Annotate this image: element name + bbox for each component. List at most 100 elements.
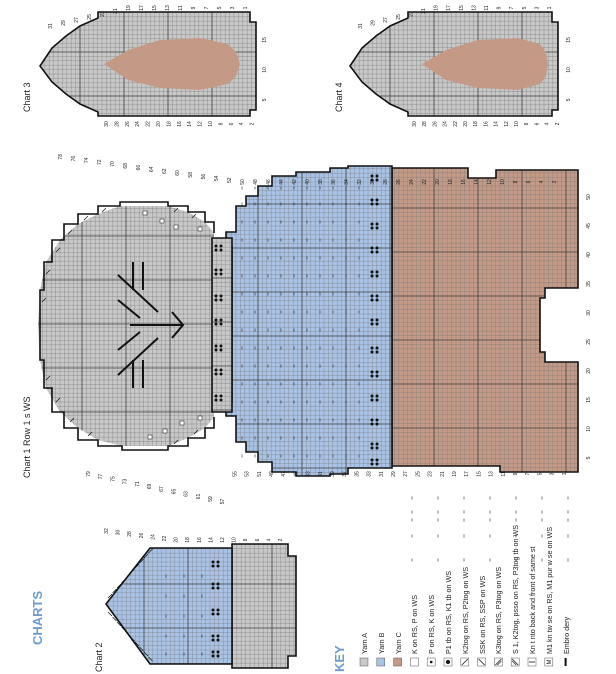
key-label: M1 kn tw se on RS, M1 pur w se on WS: [544, 526, 554, 654]
chart1-stitch-label: 30: [586, 310, 592, 316]
chart1-row-label: 17: [464, 471, 470, 477]
chart2-row-label: 10: [232, 537, 238, 543]
chart1-row-label: 67: [159, 486, 165, 492]
chart4-row-label: 7: [509, 6, 515, 9]
key-label: Yarn A: [360, 632, 369, 654]
chart1-stitch-label: 50: [586, 194, 592, 200]
chart1-stitch-label: 10: [586, 426, 592, 432]
chart3-row-label: 30: [104, 121, 110, 127]
key-swatches: M: [359, 657, 567, 667]
chart1-row-label: 54: [214, 175, 220, 181]
chart4-row-label: 16: [483, 121, 489, 127]
chart3-row-label: 15: [152, 5, 158, 11]
chart1-row-label: 74: [84, 157, 90, 163]
chart1-row-label: 71: [135, 481, 141, 487]
chart1-row-label: 21: [440, 471, 446, 477]
chart4-row-label: 17: [446, 5, 452, 11]
chart1-row-label: 22: [422, 179, 428, 185]
key-label: K3tog on RS, P3tog on WS: [494, 566, 504, 654]
chart1-pt-clusters-right: [370, 174, 379, 466]
chart4-row-label: 27: [383, 17, 389, 23]
chart2-yarn-a: [231, 543, 297, 669]
chart4-row-label: 5: [522, 6, 528, 9]
chart4-row-label: 11: [484, 5, 490, 10]
chart3-row-label: 3: [230, 6, 236, 9]
chart4-row-label: 26: [432, 121, 438, 127]
chart3-title: Chart 3: [22, 82, 32, 112]
chart1-row-label: 50: [240, 179, 246, 185]
chart4-row-label: 8: [524, 122, 530, 125]
chart2-decreases: [107, 548, 153, 662]
chart1-row-label: 18: [448, 179, 454, 185]
chart4-title: Chart 4: [334, 82, 344, 112]
m1-marker: [173, 224, 179, 230]
chart4-stitch-label: 15: [566, 37, 572, 43]
chart1-row-label: 29: [391, 471, 397, 477]
chart1-stitch-label: 25: [586, 339, 592, 345]
chart4-row-label: 2: [555, 122, 561, 125]
key-label: Yarn B: [376, 632, 386, 654]
chart3-row-label: 16: [177, 121, 183, 127]
chart4-row-label: 15: [459, 5, 465, 11]
chart1-row-label: 64: [149, 166, 155, 172]
chart1-row-label: 75: [110, 476, 116, 482]
chart4-row-label: 10: [514, 121, 520, 127]
chart1-row-label: 72: [97, 159, 103, 165]
key-swatch-m: M: [544, 657, 554, 667]
chart4-row-label: 19: [434, 5, 440, 11]
chart2-pt-clusters: [211, 560, 220, 658]
chart1-yarn-c: [391, 167, 579, 473]
m1-marker: [197, 226, 203, 232]
chart1-row-label: 44: [279, 179, 285, 185]
chart4-row-label: 21: [421, 8, 427, 14]
key-label: S 1, K2tog, psso on RS, P3tog tb on WS: [511, 524, 521, 654]
m1-marker: [179, 420, 185, 426]
chart3-yarn-c: [104, 38, 240, 90]
m1-marker: [142, 210, 148, 216]
chart1-yarn-c-fill: [392, 168, 578, 472]
chart1-row-label: 23: [428, 471, 434, 477]
chart1-row-label: 25: [415, 471, 421, 477]
chart1-row-label: 70: [110, 161, 116, 167]
chart3-row-label: 26: [125, 121, 131, 127]
chart1-row-label: 19: [452, 471, 458, 477]
chart1-row-label: 46: [266, 179, 272, 185]
chart4-row-label: 13: [471, 5, 477, 11]
key-label: SSK on RS, SSP on WS: [477, 575, 487, 654]
chart3-row-label: 13: [165, 5, 171, 11]
chart1-yarn-b: [225, 165, 393, 477]
key-swatch-dot: [426, 657, 436, 667]
chart3-row-label: 8: [218, 122, 224, 125]
chart1-row-label: 34: [344, 179, 350, 185]
chart2-row-label: 8: [243, 538, 249, 541]
key-swatch-yarn_c: [393, 657, 402, 667]
svg-text:M: M: [547, 660, 553, 665]
chart1-row-label: 60: [175, 170, 181, 176]
chart1-row-label: 52: [227, 177, 233, 183]
chart1-row-label: 59: [208, 496, 214, 502]
chart4-row-label: 6: [534, 122, 540, 125]
key-label: Embro dery: [561, 616, 571, 654]
chart4-row-label: 14: [494, 121, 500, 127]
chart2-row-label: 6: [255, 538, 261, 541]
chart1-row-label: 10: [500, 179, 506, 185]
chart1-row-label: 69: [147, 484, 153, 490]
chart1-row-label: 53: [245, 471, 251, 477]
chart1-pt-clusters-left: [214, 244, 223, 402]
chart2-yarn-b: [104, 547, 233, 665]
chart1-yarn-a-strip: [211, 237, 233, 413]
chart1-row-label: 40: [305, 179, 311, 185]
chart3-row-label: 22: [146, 121, 152, 127]
chart1-row-label: 14: [474, 179, 480, 185]
chart3-stitch-label: 15: [262, 37, 268, 43]
chart2-row-label: 2: [278, 538, 284, 541]
chart1-row-label: 6: [526, 180, 532, 183]
key-swatch-blank: [410, 657, 419, 667]
chart2-row-label: 22: [162, 536, 168, 542]
key-swatch-backslash: [477, 657, 486, 667]
chart1-row-label: 42: [292, 179, 298, 185]
chart4-yarn-c: [422, 38, 548, 90]
chart1-row-label: 48: [253, 179, 259, 185]
chart1-row-label: 63: [184, 491, 190, 497]
chart3-row-label: 12: [198, 121, 204, 127]
